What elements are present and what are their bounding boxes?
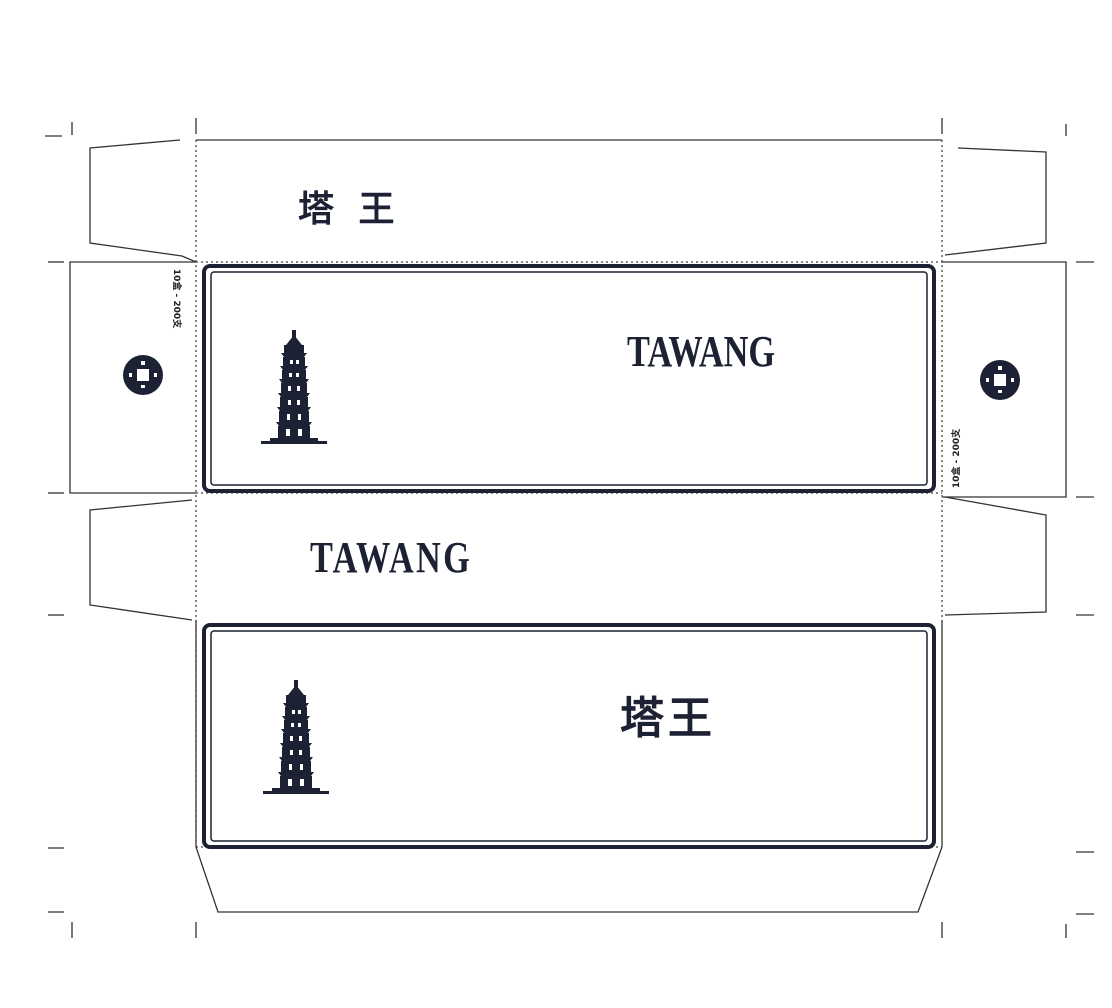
front-panel-frame — [202, 264, 936, 493]
coin-icon — [980, 360, 1020, 400]
left-side-count-text: 10盒 - 200支 — [171, 268, 182, 329]
pagoda-icon — [263, 680, 329, 794]
pagoda-icon — [261, 330, 327, 444]
front-panel-brand-en: TAWANG — [627, 327, 776, 376]
back-panel-frame — [202, 623, 936, 849]
top-flap-brand-cn: 塔 王 — [298, 189, 401, 230]
crop-marks — [45, 118, 1094, 938]
back-panel-brand-cn: 塔王 — [620, 693, 716, 744]
cut-lines — [69, 139, 1067, 913]
middle-flap-brand-en: TAWANG — [310, 533, 473, 582]
right-side-count-text: 10盒 - 200支 — [952, 428, 963, 489]
coin-icon — [123, 355, 163, 395]
